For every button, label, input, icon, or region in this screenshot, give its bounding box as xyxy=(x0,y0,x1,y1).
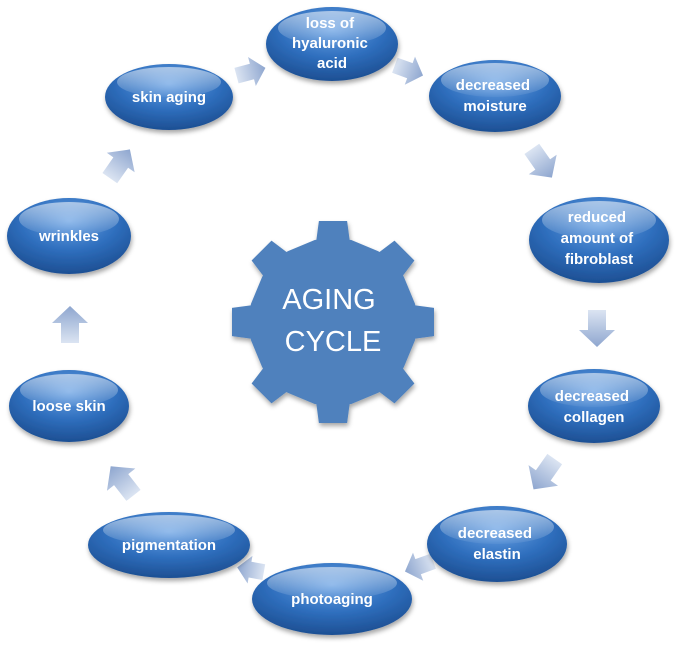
cycle-arrows xyxy=(52,56,615,584)
arrow-collagen-to-elastin xyxy=(528,453,563,490)
node-label-line: loose skin xyxy=(32,398,105,415)
svg-text:wrinkles: wrinkles xyxy=(38,228,99,245)
arrow-skin-aging-to-hyaluronic xyxy=(234,56,266,86)
svg-text:decreased elastin: decreased elastin xyxy=(458,525,536,563)
svg-text:loss of hyaluronic: loss of hyaluronic acid xyxy=(292,15,372,72)
arrow-photoaging-to-pigmentation xyxy=(237,555,266,584)
gear-icon: AGING CYCLE xyxy=(232,221,434,423)
node-decreased-collagen: decreased collagen xyxy=(528,369,660,443)
node-reduced-amount-of-fibroblast: reduced amount of fibroblast xyxy=(529,197,669,283)
node-label-line: skin aging xyxy=(132,89,206,106)
node-loose-skin: loose skin xyxy=(9,370,129,442)
node-wrinkles: wrinkles xyxy=(7,198,131,274)
arrow-loose-skin-to-wrinkles xyxy=(52,306,88,343)
node-label-line: loss of xyxy=(306,15,355,32)
node-label-line: wrinkles xyxy=(38,228,99,245)
node-label-line: pigmentation xyxy=(122,537,216,554)
svg-text:decreased collagen: decreased collagen xyxy=(555,388,633,426)
svg-text:photoaging: photoaging xyxy=(291,591,373,608)
node-loss-of-hyaluronic-acid: loss of hyaluronic acid xyxy=(266,7,398,81)
node-photoaging: photoaging xyxy=(252,563,412,635)
node-label-line: elastin xyxy=(473,546,521,563)
node-label-line: collagen xyxy=(564,409,625,426)
node-label-line: decreased xyxy=(458,525,532,542)
node-label-line: decreased xyxy=(456,77,530,94)
node-decreased-moisture: decreased moisture xyxy=(429,60,561,132)
arrow-pigmentation-to-loose-skin xyxy=(106,466,141,501)
node-label-line: decreased xyxy=(555,388,629,405)
arrow-elastin-to-photoaging xyxy=(404,552,436,581)
node-skin-aging: skin aging xyxy=(105,64,233,130)
center-title-line-2: CYCLE xyxy=(285,326,382,358)
node-label-line: photoaging xyxy=(291,591,373,608)
node-label-line: amount of xyxy=(561,230,634,247)
node-label-line: moisture xyxy=(463,98,526,115)
svg-text:loose skin: loose skin xyxy=(32,398,105,415)
center-title-line-1: AGING xyxy=(282,284,375,316)
node-label-line: hyaluronic xyxy=(292,35,368,52)
arrow-hyaluronic-to-moisture xyxy=(392,56,424,85)
node-pigmentation: pigmentation xyxy=(88,512,250,578)
node-decreased-elastin: decreased elastin xyxy=(427,506,567,582)
svg-text:reduced amount of: reduced amount of fibroblast xyxy=(561,209,638,268)
center-title: AGING CYCLE xyxy=(282,284,384,358)
svg-text:skin aging: skin aging xyxy=(132,89,206,106)
svg-text:decreased moisture: decreased moisture xyxy=(456,77,534,115)
arrow-wrinkles-to-skin-aging xyxy=(102,149,135,184)
node-label-line: acid xyxy=(317,55,347,72)
node-label-line: fibroblast xyxy=(565,251,633,268)
arrow-fibroblast-to-collagen xyxy=(579,310,615,347)
gear-shape xyxy=(232,221,434,423)
node-label-line: reduced xyxy=(568,209,626,226)
arrow-moisture-to-fibroblast xyxy=(524,143,557,178)
svg-text:pigmentation: pigmentation xyxy=(122,537,216,554)
